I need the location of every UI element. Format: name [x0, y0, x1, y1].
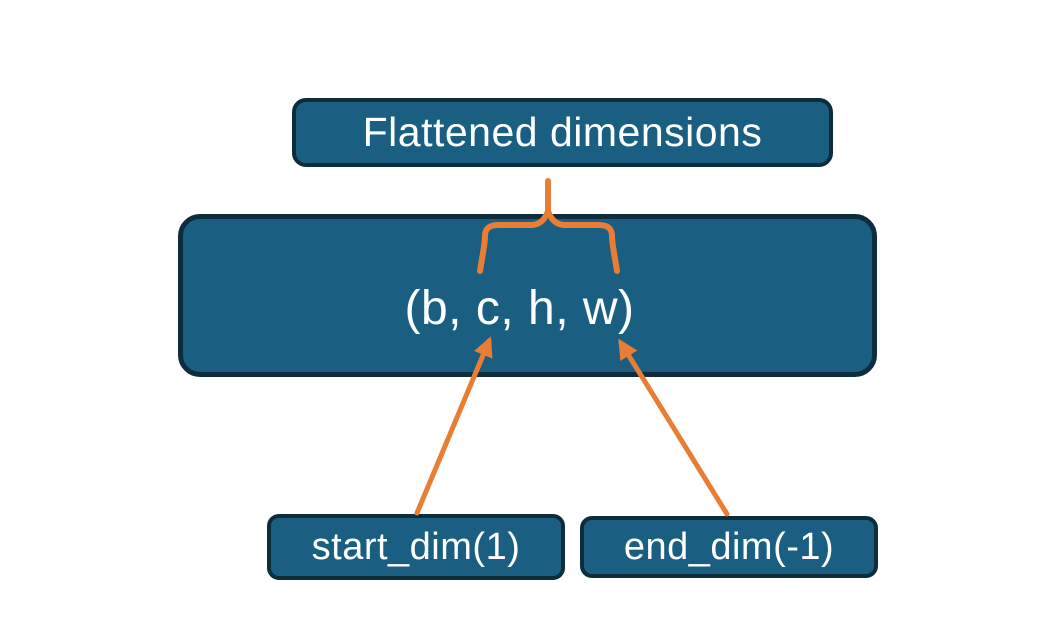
tensor-shape-box: (b, c, h, w)	[178, 214, 877, 377]
end-dim-label: end_dim(-1)	[623, 525, 835, 568]
start-dim-box: start_dim(1)	[267, 514, 565, 580]
flattened-dimensions-box: Flattened dimensions	[292, 98, 833, 167]
start-dim-label: start_dim(1)	[311, 525, 521, 568]
end-dim-box: end_dim(-1)	[580, 516, 878, 578]
tensor-shape-label: (b, c, h, w)	[404, 282, 635, 335]
flattened-dimensions-label: Flattened dimensions	[362, 109, 763, 155]
